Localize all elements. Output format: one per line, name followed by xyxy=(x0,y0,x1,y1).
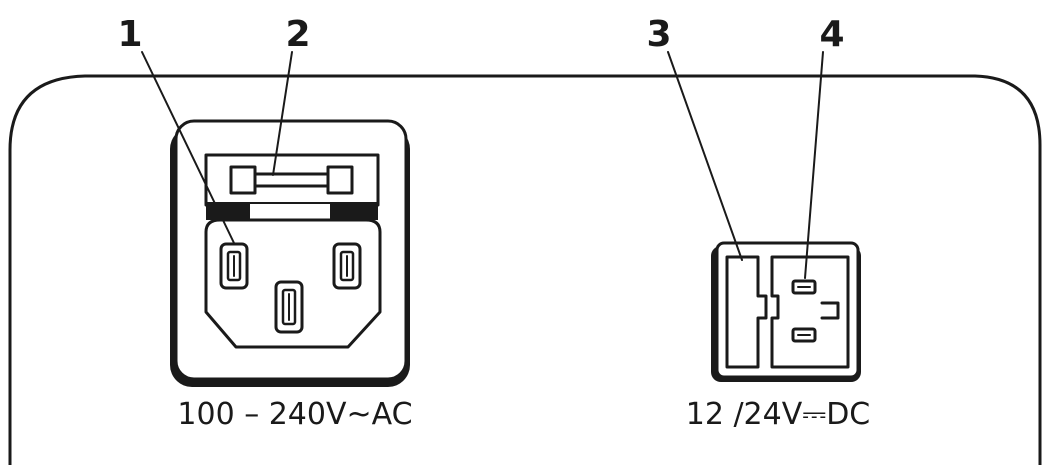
ac-socket-frame xyxy=(174,119,408,381)
dc-connector-key xyxy=(820,301,840,320)
dc-socket-frame xyxy=(715,241,860,379)
dc-latch xyxy=(725,255,768,369)
dc-power-inlet xyxy=(711,241,861,382)
dc-voltage-label: 12 /24V⎓DC xyxy=(686,397,871,432)
ac-voltage-label: 100 – 240V~AC xyxy=(177,397,412,432)
callout-number-1: 1 xyxy=(117,14,142,55)
fuse-holder xyxy=(204,153,380,220)
leader-line-2 xyxy=(272,51,293,176)
dc-connector-body xyxy=(770,255,850,369)
leader-line-4 xyxy=(804,51,824,279)
ac-pin-right xyxy=(332,242,362,290)
iec-inlet-outline xyxy=(204,218,382,349)
callout-number-2: 2 xyxy=(285,14,310,55)
callout-number-4: 4 xyxy=(819,14,844,55)
fuse-cap-left xyxy=(229,165,257,195)
ac-power-inlet xyxy=(170,119,410,387)
leader-line-3 xyxy=(667,51,743,261)
fuse-cap-right xyxy=(326,165,354,195)
dc-contact-bottom xyxy=(791,327,817,343)
device-panel-outline xyxy=(8,74,1042,465)
ac-pin-earth xyxy=(274,280,304,334)
dc-contact-top xyxy=(791,279,817,295)
leader-line-1 xyxy=(141,51,235,244)
fuse-drawer-gap-inner xyxy=(250,204,330,220)
callout-number-3: 3 xyxy=(646,14,671,55)
